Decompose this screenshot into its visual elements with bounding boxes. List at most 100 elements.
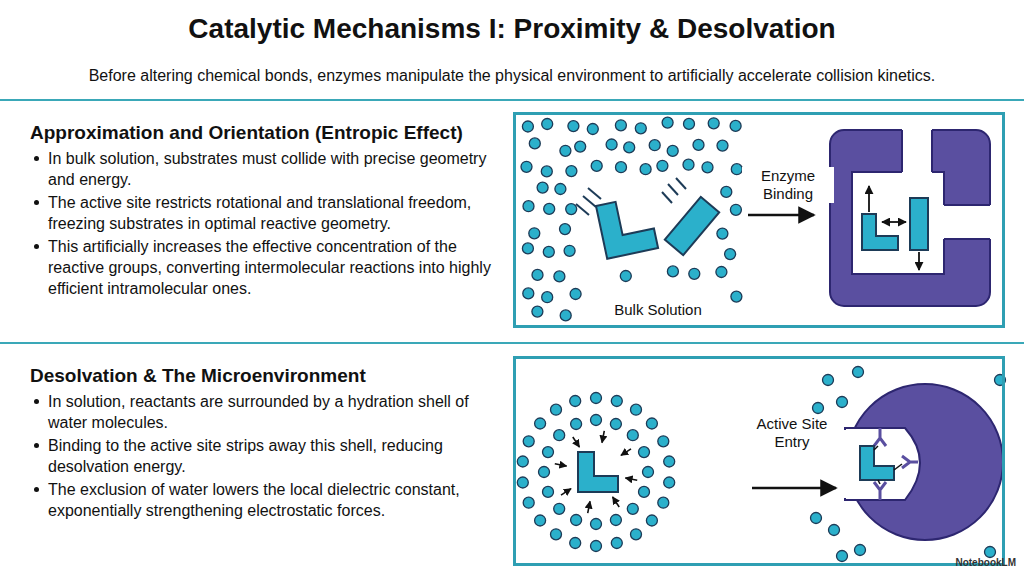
water-molecule xyxy=(591,415,602,426)
bullet-dot xyxy=(34,244,39,249)
water-molecule xyxy=(554,271,565,282)
section-heading: Approximation and Orientation (Entropic … xyxy=(30,121,508,145)
bullet-text: This artificially increases the effectiv… xyxy=(48,238,491,297)
water-molecule xyxy=(829,525,840,536)
water-molecule xyxy=(571,419,582,430)
hydration-shell xyxy=(517,367,1005,562)
water-molecule xyxy=(725,249,736,260)
pressure-arrow xyxy=(613,497,620,507)
water-molecule xyxy=(568,121,579,132)
water-molecule xyxy=(631,404,642,415)
water-molecule xyxy=(535,515,546,526)
water-molecule xyxy=(664,477,675,488)
water-molecule xyxy=(555,184,566,195)
water-molecule xyxy=(615,120,626,131)
water-molecule xyxy=(683,159,694,170)
water-molecule xyxy=(532,306,543,317)
pressure-arrow xyxy=(555,464,567,466)
water-molecule xyxy=(529,138,540,149)
water-molecule xyxy=(610,419,621,430)
water-molecule xyxy=(616,162,627,173)
substrate-l xyxy=(596,195,658,259)
water-molecule xyxy=(664,456,675,467)
binding-arrow xyxy=(748,214,814,217)
enzyme xyxy=(830,128,992,306)
pressure-arrow xyxy=(573,437,580,447)
illustration-panel: Active Site Entry xyxy=(513,356,1005,566)
bullet-item: Binding to the active site strips away t… xyxy=(30,435,508,477)
water-molecule xyxy=(684,118,695,129)
water-molecule xyxy=(823,375,834,386)
water-molecule xyxy=(717,140,728,151)
water-molecule xyxy=(522,243,533,254)
water-molecule xyxy=(522,121,533,132)
water-molecule xyxy=(560,310,571,321)
water-molecule xyxy=(627,430,638,441)
divider-rule xyxy=(0,99,1024,101)
substrate-rect xyxy=(665,197,719,255)
bullet-dot xyxy=(34,399,39,404)
water-molecule xyxy=(575,141,586,152)
water-molecule xyxy=(624,142,635,153)
bullet-item: The exclusion of water lowers the local … xyxy=(30,479,508,521)
water-molecule xyxy=(523,497,534,508)
water-molecule xyxy=(667,145,678,156)
water-molecule xyxy=(571,515,582,526)
bullet-dot xyxy=(34,487,39,492)
water-molecule xyxy=(611,396,622,407)
water-molecule xyxy=(631,529,642,540)
panel-label: Enzyme Binding xyxy=(742,167,834,203)
water-molecule xyxy=(570,396,581,407)
pressure-arrow xyxy=(561,489,571,496)
water-molecule xyxy=(591,160,602,171)
water-molecule xyxy=(542,119,553,130)
water-molecule xyxy=(543,246,554,257)
water-molecule xyxy=(708,118,719,129)
water-molecule xyxy=(611,538,622,549)
water-molecule xyxy=(730,204,741,215)
water-molecule xyxy=(539,467,550,478)
panel-label: Bulk Solution xyxy=(586,301,730,319)
orientation-arrows xyxy=(869,186,919,270)
water-molecule xyxy=(731,291,742,302)
water-dots xyxy=(521,117,742,321)
water-molecule xyxy=(537,182,548,193)
water-molecule xyxy=(606,139,617,150)
water-molecule xyxy=(731,164,742,175)
water-molecule xyxy=(639,447,650,458)
water-molecule xyxy=(551,404,562,415)
water-molecule xyxy=(560,224,571,235)
subtitle: Before altering chemical bonds, enzymes … xyxy=(0,66,1024,85)
water-molecule xyxy=(646,418,657,429)
bullet-text: In solution, reactants are surrounded by… xyxy=(48,393,469,431)
water-molecule xyxy=(649,140,660,151)
watermark: NotebookLM xyxy=(955,557,1016,568)
bullet-item: In solution, reactants are surrounded by… xyxy=(30,391,508,433)
water-molecule xyxy=(523,201,534,212)
water-molecule xyxy=(517,477,528,488)
water-molecule xyxy=(813,403,824,414)
water-molecule xyxy=(566,166,577,177)
water-molecule xyxy=(658,436,669,447)
title: Catalytic Mechanisms I: Proximity & Deso… xyxy=(0,12,1024,46)
pressure-arrow xyxy=(621,449,631,456)
bullet-dot xyxy=(34,443,39,448)
bullet-item: This artificially increases the effectiv… xyxy=(30,236,508,299)
bullet-text: Binding to the active site strips away t… xyxy=(48,437,443,475)
bullet-text: The exclusion of water lowers the local … xyxy=(48,481,460,519)
pressure-arrow xyxy=(602,431,604,443)
water-molecule xyxy=(985,547,996,558)
water-molecule xyxy=(591,519,602,530)
water-molecule xyxy=(702,162,713,173)
water-molecule xyxy=(570,538,581,549)
water-molecule xyxy=(640,164,651,175)
bullet-text: In bulk solution, substrates must collid… xyxy=(48,150,486,188)
contact-lines xyxy=(874,446,902,484)
bound-substrate-rect xyxy=(910,198,928,250)
water-molecule xyxy=(532,269,543,280)
water-molecule xyxy=(554,430,565,441)
bullet-item: In bulk solution, substrates must collid… xyxy=(30,148,508,190)
water-molecule xyxy=(529,228,540,239)
bullet-dot xyxy=(34,200,39,205)
water-molecule xyxy=(591,541,602,552)
